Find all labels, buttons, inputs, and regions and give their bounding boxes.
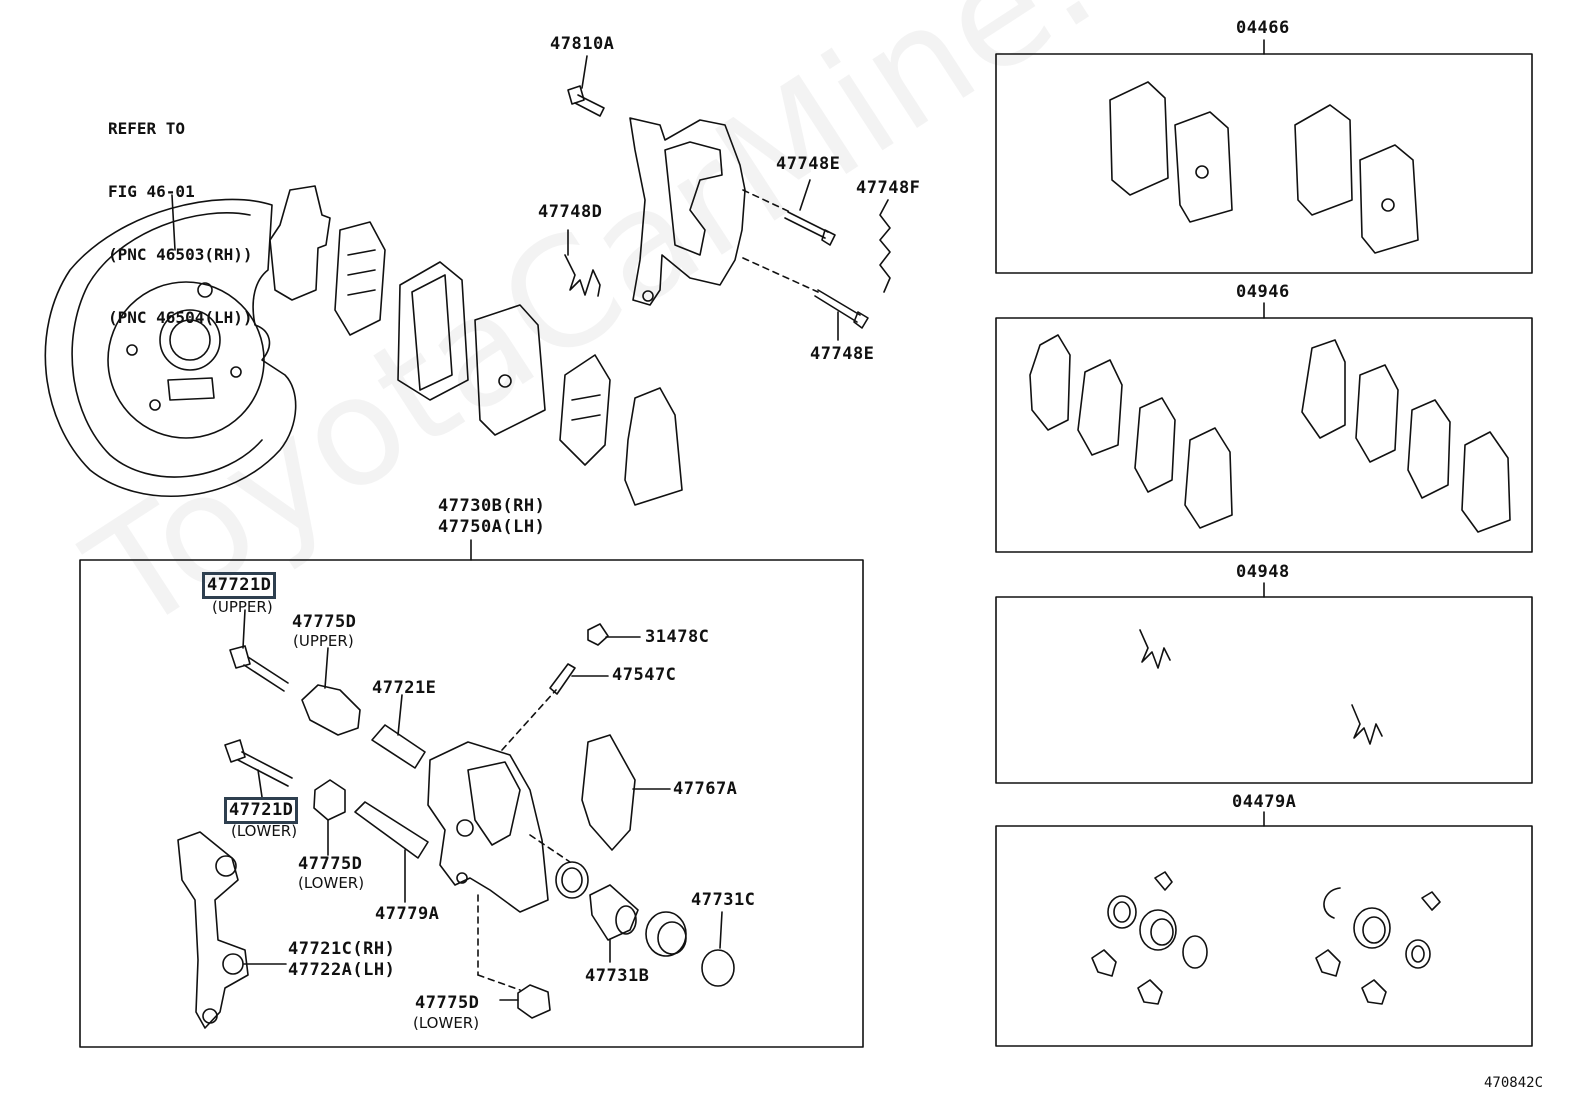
kit-04946-frame — [995, 317, 1533, 553]
label-47731c[interactable]: 47731C — [691, 890, 756, 910]
label-47775d-bottom-sub: (LOWER) — [413, 1014, 480, 1032]
boot-47775d-bottom — [499, 984, 551, 1019]
caliper-body — [427, 741, 549, 913]
bleeder-cap-31478c — [587, 623, 641, 646]
dust-shield — [44, 194, 297, 498]
kit-label-04466[interactable]: 04466 — [1236, 18, 1290, 38]
wire-spring-47748f — [879, 199, 891, 293]
bolt-47810a — [567, 55, 605, 117]
pad-shim-1 — [269, 185, 331, 301]
kit-04479a-frame — [995, 825, 1533, 1047]
pad-shim-3 — [559, 354, 611, 466]
clip-47748d — [564, 229, 601, 297]
label-47775d-upper[interactable]: 47775D — [292, 612, 357, 632]
bleeder-screw-47547c — [549, 663, 609, 695]
kit-04479a-parts — [1091, 871, 1441, 1005]
refer-note: REFER TO FIG 46-01 (PNC 46503(RH)) (PNC … — [108, 76, 253, 349]
pad-shim-2 — [334, 221, 386, 336]
pin-47779a — [354, 801, 429, 903]
kit-04466-frame — [995, 53, 1533, 274]
seal-47731c — [701, 911, 735, 987]
label-47721d-lower-sub: (LOWER) — [231, 822, 298, 840]
label-47721d-lower[interactable]: 47721D — [223, 797, 299, 824]
pin-47721e — [371, 694, 426, 769]
label-47750a[interactable]: 47750A(LH) — [438, 517, 546, 537]
label-47810a[interactable]: 47810A — [550, 34, 615, 54]
label-47730b[interactable]: 47730B(RH) — [438, 496, 546, 516]
label-47775d-lower[interactable]: 47775D — [298, 854, 363, 874]
label-47731b[interactable]: 47731B — [585, 966, 650, 986]
label-47748f[interactable]: 47748F — [856, 178, 921, 198]
boot-47775d-upper — [301, 647, 361, 736]
bolt-47721d-upper — [229, 609, 289, 692]
seal-47731c-ring — [555, 861, 589, 899]
label-31478c[interactable]: 31478C — [645, 627, 710, 647]
kit-04466-parts — [1109, 81, 1419, 254]
guide-pin-47748e-bottom — [814, 289, 869, 341]
label-47748d[interactable]: 47748D — [538, 202, 603, 222]
kit-04946-parts — [1029, 334, 1511, 533]
boot-piston — [645, 911, 687, 957]
kit-label-04948[interactable]: 04948 — [1236, 562, 1290, 582]
label-47721d-upper-sub: (UPPER) — [212, 598, 273, 616]
kit-04948-parts — [1139, 629, 1383, 745]
refer-note-line3: (PNC 46503(RH)) — [108, 245, 253, 264]
label-47748e-top[interactable]: 47748E — [776, 154, 841, 174]
label-47722a[interactable]: 47722A(LH) — [288, 960, 396, 980]
label-47721e[interactable]: 47721E — [372, 678, 437, 698]
kit-label-04479a[interactable]: 04479A — [1232, 792, 1297, 812]
bracket-47721c — [177, 831, 287, 1029]
label-47775d-lower-sub: (LOWER) — [298, 874, 365, 892]
bolt-47721d-lower — [224, 739, 293, 798]
kit-label-04946[interactable]: 04946 — [1236, 282, 1290, 302]
brake-pad-inner — [397, 261, 469, 401]
label-47775d-upper-sub: (UPPER) — [293, 632, 354, 650]
refer-note-line2[interactable]: FIG 46-01 — [108, 182, 195, 201]
label-47721c[interactable]: 47721C(RH) — [288, 939, 396, 959]
shim-47767a — [581, 734, 671, 851]
kit-04948-frame — [995, 596, 1533, 784]
caliper-bracket — [629, 117, 746, 306]
figure-code: 470842C — [1484, 1075, 1544, 1091]
label-47547c[interactable]: 47547C — [612, 665, 677, 685]
guide-pin-47748e-top — [784, 179, 836, 246]
pad-shim-4 — [624, 387, 683, 506]
piston-47731b — [589, 884, 639, 963]
label-47767a[interactable]: 47767A — [673, 779, 738, 799]
label-47775d-bottom[interactable]: 47775D — [415, 993, 480, 1013]
refer-note-line4: (PNC 46504(LH)) — [108, 308, 253, 327]
refer-note-line1: REFER TO — [108, 119, 186, 138]
label-47779a[interactable]: 47779A — [375, 904, 440, 924]
label-47721d-upper[interactable]: 47721D — [201, 572, 277, 599]
brake-pad-outer — [474, 304, 546, 436]
label-47748e-bottom[interactable]: 47748E — [810, 344, 875, 364]
boot-47775d-lower — [313, 779, 346, 856]
